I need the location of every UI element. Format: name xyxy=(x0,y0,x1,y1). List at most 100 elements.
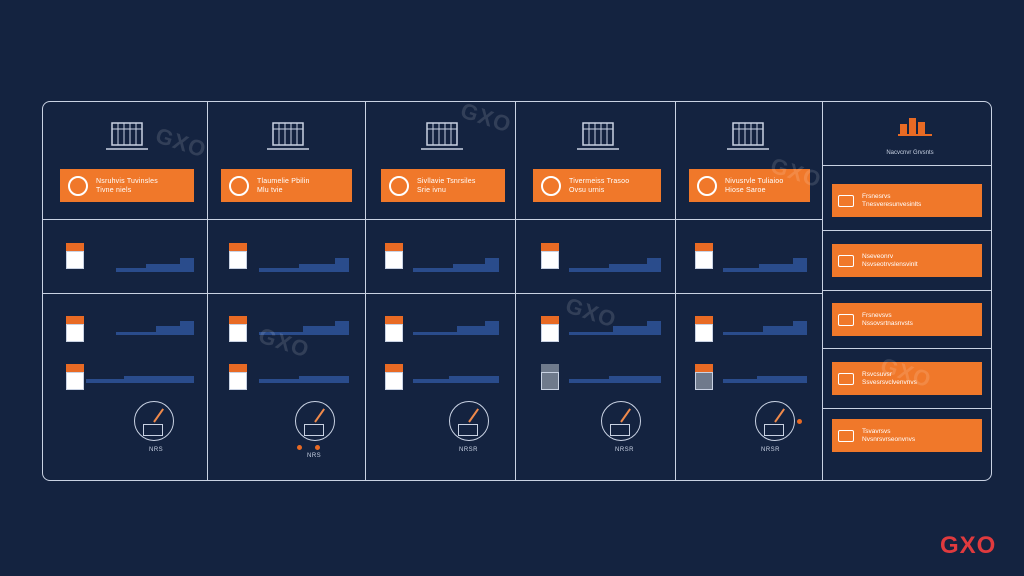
inventory-icon xyxy=(229,364,247,390)
throughput-bars xyxy=(259,369,349,383)
throughput-bars xyxy=(723,369,807,383)
warehouse-icon xyxy=(267,122,309,150)
inventory-icon xyxy=(229,243,247,269)
column-divider xyxy=(365,101,366,481)
row-divider xyxy=(822,290,992,291)
throughput-bars xyxy=(413,258,499,272)
throughput-bars xyxy=(116,258,194,272)
site-logo-icon xyxy=(697,175,717,196)
throughput-bars xyxy=(259,321,349,335)
dashboard-frame xyxy=(42,101,992,481)
gauge-icon xyxy=(449,401,489,441)
banner-subtitle: Ovsu urnis xyxy=(569,186,605,194)
site-logo-icon xyxy=(229,175,249,196)
warehouse-icon xyxy=(106,122,148,150)
inventory-icon xyxy=(695,364,713,390)
banner-title: Tivermeiss Trasoo xyxy=(569,177,630,185)
site-logo-icon xyxy=(68,175,88,196)
banner-subtitle: Tivne niels xyxy=(96,186,132,194)
warehouse-icon xyxy=(421,122,463,150)
banner-title: Sivllavie Tsnrsiles xyxy=(417,177,476,185)
throughput-bars xyxy=(723,258,807,272)
row-divider xyxy=(42,219,822,220)
throughput-bars xyxy=(569,258,661,272)
banner-subtitle: Srie ivnu xyxy=(417,186,447,194)
throughput-bars xyxy=(86,369,194,383)
throughput-bars xyxy=(413,369,499,383)
column-divider xyxy=(675,101,676,481)
inventory-icon xyxy=(695,316,713,342)
inventory-icon xyxy=(229,316,247,342)
truck-icon xyxy=(838,429,854,442)
gauge-label: NRSR xyxy=(615,447,635,453)
throughput-bars xyxy=(569,321,661,335)
row-divider xyxy=(822,348,992,349)
row-divider xyxy=(822,408,992,409)
alert-dot xyxy=(297,445,302,450)
banner-subtitle: Hiose Saroe xyxy=(725,186,766,194)
throughput-bars xyxy=(569,369,661,383)
gauge-label: NRS xyxy=(307,453,322,459)
truck-icon xyxy=(838,313,854,326)
gauge-icon xyxy=(134,401,174,441)
sidebar-button-detail: Ssvesrsvclvenvnvs xyxy=(862,378,917,386)
sidebar-button-detail: Tnesveresunvesinlts xyxy=(862,200,922,208)
sidebar-button-label: Tsvavrsvs xyxy=(862,427,891,435)
truck-icon xyxy=(838,254,854,267)
sidebar-button-label: Frsnevsvs xyxy=(862,311,892,319)
row-divider xyxy=(822,165,992,166)
throughput-bars xyxy=(116,321,194,335)
inventory-icon xyxy=(385,364,403,390)
banner-title: Nsruhvis Tuvinsles xyxy=(96,177,158,185)
throughput-bars xyxy=(413,321,499,335)
inventory-icon xyxy=(66,243,84,269)
truck-icon xyxy=(838,194,854,207)
gauge-icon xyxy=(755,401,795,441)
warehouse-icon xyxy=(727,122,769,150)
sidebar-button-detail: Nsvseotrvslensvinlt xyxy=(862,260,918,268)
sidebar-button-label: Rsvcsuvsr xyxy=(862,370,892,378)
inventory-icon xyxy=(66,364,84,390)
gauge-icon xyxy=(295,401,335,441)
sidebar-button-label: Nseveonrv xyxy=(862,252,894,260)
alert-dot xyxy=(315,445,320,450)
sidebar-button-detail: Nssovsrtnasnvsts xyxy=(862,319,913,327)
inventory-icon xyxy=(66,316,84,342)
inventory-icon xyxy=(695,243,713,269)
throughput-bars xyxy=(723,321,807,335)
column-divider xyxy=(207,101,208,481)
site-logo-icon xyxy=(389,175,409,196)
alert-dot xyxy=(797,419,802,424)
gauge-label: NRS xyxy=(149,447,164,453)
site-logo-icon xyxy=(541,175,561,196)
gauge-label: NRSR xyxy=(761,447,781,453)
gauge-label: NRSR xyxy=(459,447,479,453)
sidebar-button-label: Frsnesrvs xyxy=(862,192,891,200)
warehouse-icon xyxy=(577,122,619,150)
inventory-icon xyxy=(385,316,403,342)
column-divider xyxy=(822,101,823,481)
row-divider xyxy=(822,230,992,231)
row-divider xyxy=(42,293,822,294)
gauge-icon xyxy=(601,401,641,441)
banner-subtitle: Mlu tvie xyxy=(257,186,283,194)
inventory-icon xyxy=(541,243,559,269)
truck-icon xyxy=(838,372,854,385)
banner-title: Nivusrvle Tuliaioo xyxy=(725,177,784,185)
sidebar-title: Nacvcnvr Grvsnts xyxy=(886,150,934,156)
